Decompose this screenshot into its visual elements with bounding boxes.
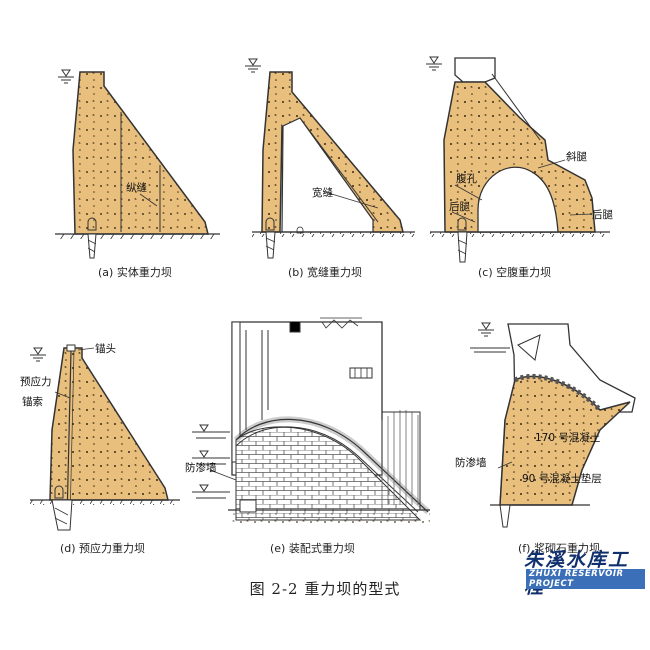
panel-e-assembled-dam (192, 317, 431, 524)
caption-e: (e) 装配式重力坝 (270, 542, 355, 555)
watermark-logo: 朱溪水库工程 ZHUXI RESERVOIR PROJECT (520, 545, 645, 598)
caption-c: (c) 空腹重力坝 (478, 266, 552, 279)
anchor-head (66, 344, 76, 352)
label-d-anchor-head: 锚头 (95, 342, 116, 355)
prestress-cable (66, 350, 72, 521)
label-f-concrete-90: 90 号混凝土垫层 (522, 472, 602, 485)
panel-a-solid-dam (55, 69, 220, 259)
cutoff-curtain-c (457, 231, 468, 263)
caption-d: (d) 预应力重力坝 (60, 542, 146, 555)
label-b-joint: 宽缝 (312, 186, 333, 199)
caption-f: (f) 浆砌石重力坝 (518, 542, 600, 555)
block-zone (235, 426, 422, 521)
label-c-rear-leg-right: 后腿 (592, 209, 613, 221)
cutoff-curtain-a (87, 233, 97, 259)
panel-f-masonry-dam (470, 322, 636, 528)
watermark-en: ZHUXI RESERVOIR PROJECT (526, 569, 645, 589)
cutoff-curtain-b (265, 231, 276, 259)
panel-d-prestressed-dam (30, 344, 180, 531)
caption-b: (b) 宽缝重力坝 (288, 266, 363, 279)
label-e-cutoff-wall: 防渗墙 (185, 461, 217, 474)
label-f-cutoff-wall: 防渗墙 (455, 456, 487, 469)
dam-c-crest (454, 57, 496, 83)
label-c-oblique-leg: 斜腿 (566, 150, 587, 163)
hollow-cavity (477, 166, 559, 233)
wide-joint-opening (281, 117, 374, 233)
panel-b-wide-joint-dam (245, 58, 415, 259)
figure-title: 图 2-2 重力坝的型式 (249, 580, 401, 598)
caption-a: (a) 实体重力坝 (98, 266, 172, 279)
cutoff-curtain-d (51, 499, 73, 531)
label-d-prestress-1: 预应力 (20, 375, 52, 388)
label-f-concrete-170: 170 号混凝土 (535, 431, 600, 444)
label-c-hollow: 腹孔 (456, 172, 477, 185)
label-c-rear-leg-left: 后腿 (449, 201, 470, 213)
panel-c-hollow-dam (426, 56, 610, 263)
label-a-joint: 纵缝 (126, 181, 147, 194)
label-d-prestress-2: 锚索 (22, 395, 43, 408)
